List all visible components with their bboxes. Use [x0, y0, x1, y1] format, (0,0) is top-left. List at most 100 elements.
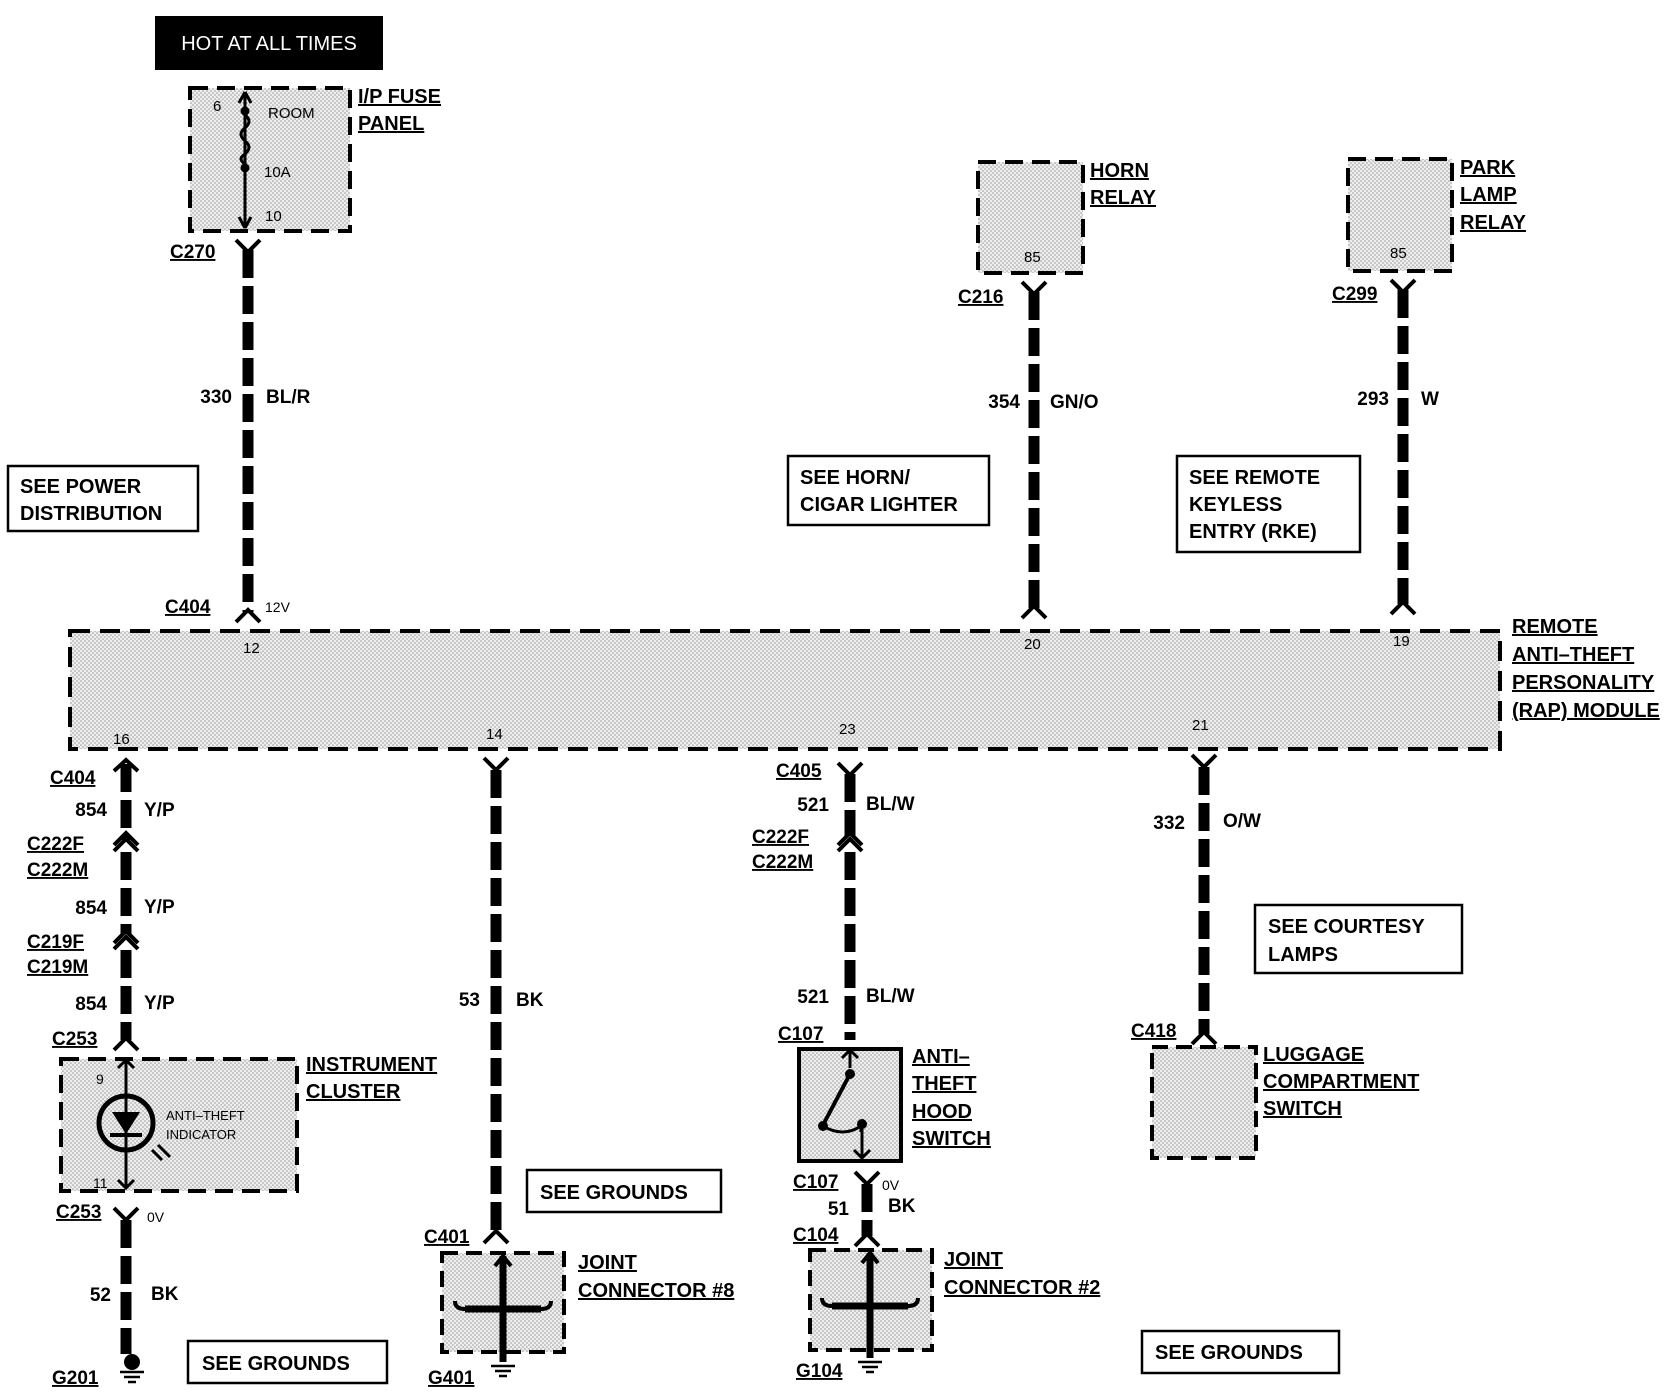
junction-cross-icon — [453, 1252, 553, 1362]
connector-c219m: C219M — [27, 957, 88, 978]
wire-332: 332 O/W — [1153, 753, 1261, 1046]
wire-51-color: BK — [888, 1196, 916, 1217]
horn-relay-name-2: RELAY — [1090, 187, 1157, 209]
park-lamp-relay-name-3: RELAY — [1460, 212, 1527, 234]
wire-521: 521 BL/W 521 BL/W — [797, 761, 915, 1040]
connector-c404-bottom: C404 — [50, 768, 96, 789]
see-horn-line1: SEE HORN/ — [800, 467, 910, 489]
see-grounds-3-text: SEE GROUNDS — [1155, 1342, 1303, 1364]
fuse-pin-out: 10 — [265, 208, 282, 225]
joint8-name-2: CONNECTOR #8 — [578, 1280, 734, 1302]
luggage-compartment-switch: LUGGAGE COMPARTMENT SWITCH — [1150, 1044, 1419, 1160]
switch-contact-icon — [818, 1047, 872, 1161]
wire-854c-color: Y/P — [144, 993, 175, 1014]
see-grounds-2-text: SEE GROUNDS — [540, 1182, 688, 1204]
park-lamp-relay-name-2: LAMP — [1460, 184, 1517, 206]
connector-c222f-right: C222F — [752, 827, 809, 848]
cluster-pin-9: 9 — [96, 1071, 104, 1087]
fuse-name: ROOM — [268, 105, 315, 122]
connector-c104: C104 — [793, 1225, 839, 1246]
see-power-line2: DISTRIBUTION — [20, 503, 162, 525]
see-grounds-box-3: SEE GROUNDS — [1140, 1329, 1341, 1375]
see-power-distribution-box: SEE POWER DISTRIBUTION — [6, 464, 200, 533]
wire-354-number: 354 — [988, 392, 1020, 413]
wire-330: 330 BL/R — [200, 238, 311, 624]
wire-332-number: 332 — [1153, 813, 1185, 834]
see-courtesy-lamps-box: SEE COURTESY LAMPS — [1253, 903, 1464, 975]
wire-521a-number: 521 — [797, 795, 829, 816]
connector-c404-top: C404 — [165, 597, 211, 618]
wire-52: 52 BK — [90, 1206, 179, 1384]
hood-switch-name-1: ANTI– — [912, 1046, 970, 1068]
rap-name-2: ANTI–THEFT — [1512, 644, 1634, 666]
wire-521b-number: 521 — [797, 987, 829, 1008]
connector-c253-top: C253 — [52, 1029, 97, 1050]
hood-switch-name-3: HOOD — [912, 1101, 972, 1123]
see-horn-line2: CIGAR LIGHTER — [800, 494, 958, 516]
wire-293: 293 W — [1357, 278, 1439, 616]
wire-51: 51 BK — [828, 1170, 916, 1248]
wire-52-color: BK — [151, 1284, 179, 1305]
ground-g201: G201 — [52, 1368, 99, 1389]
connector-c222m-right: C222M — [752, 852, 813, 873]
wire-521a-color: BL/W — [866, 794, 915, 815]
connector-c219f: C219F — [27, 932, 84, 953]
park-lamp-relay-name-1: PARK — [1460, 157, 1516, 179]
horn-relay: 85 HORN RELAY — [976, 160, 1157, 275]
connector-c107-top: C107 — [778, 1024, 823, 1045]
wire-52-number: 52 — [90, 1285, 111, 1306]
connector-c222f-left: C222F — [27, 834, 84, 855]
fuse-panel-name-2: PANEL — [358, 113, 424, 135]
wire-51-number: 51 — [828, 1199, 850, 1220]
cluster-indicator-line2: INDICATOR — [166, 1127, 236, 1142]
wire-854a-color: Y/P — [144, 800, 175, 821]
joint2-name-1: JOINT — [944, 1249, 1003, 1271]
junction-cross-icon-2 — [820, 1249, 920, 1358]
cluster-name-1: INSTRUMENT — [306, 1054, 437, 1076]
cluster-indicator-line1: ANTI–THEFT — [166, 1108, 245, 1123]
rap-module: 12 20 19 16 14 23 21 REMOTE ANTI–THEFT P… — [68, 616, 1660, 751]
wire-330-color: BL/R — [266, 387, 311, 408]
wire-354-color: GN/O — [1050, 392, 1099, 413]
instrument-cluster: 9 11 ANTI–THEFT INDICATOR INSTRUMENT CLU… — [59, 1054, 437, 1193]
rap-pin-23: 23 — [839, 721, 856, 738]
see-horn-cigar-box: SEE HORN/ CIGAR LIGHTER — [786, 454, 991, 527]
connector-c299: C299 — [1332, 284, 1377, 305]
wire-854c-number: 854 — [75, 994, 107, 1015]
wire-354: 354 GN/O — [988, 280, 1099, 620]
joint8-name-1: JOINT — [578, 1252, 637, 1274]
voltage-0v-cluster: 0V — [147, 1209, 165, 1225]
luggage-name-3: SWITCH — [1263, 1098, 1342, 1120]
cluster-pin-11: 11 — [93, 1175, 108, 1191]
connector-c107-bottom: C107 — [793, 1172, 838, 1193]
wire-53-number: 53 — [459, 990, 480, 1011]
connector-c222m-left: C222M — [27, 860, 88, 881]
park-lamp-relay-pin: 85 — [1390, 245, 1407, 262]
rap-name-1: REMOTE — [1512, 616, 1598, 638]
wire-53-color: BK — [516, 990, 544, 1011]
rap-name-3: PERSONALITY — [1512, 672, 1655, 694]
wire-854b-color: Y/P — [144, 897, 175, 918]
see-power-line1: SEE POWER — [20, 476, 142, 498]
connector-c418: C418 — [1131, 1021, 1176, 1042]
wire-53: 53 BK — [459, 756, 544, 1245]
fuse-panel-name-1: I/P FUSE — [358, 86, 441, 108]
wire-293-color: W — [1421, 389, 1439, 410]
wire-521b-color: BL/W — [866, 986, 915, 1007]
connector-c405: C405 — [776, 761, 822, 782]
see-grounds-box-2: SEE GROUNDS — [525, 1168, 723, 1214]
see-grounds-box-1: SEE GROUNDS — [186, 1339, 389, 1385]
see-rke-line1: SEE REMOTE — [1189, 467, 1320, 489]
ground-g104: G104 — [796, 1361, 843, 1382]
fuse-element-icon — [239, 113, 251, 166]
rap-pin-21: 21 — [1192, 717, 1209, 734]
luggage-name-1: LUGGAGE — [1263, 1044, 1364, 1066]
wire-332-color: O/W — [1223, 811, 1261, 832]
joint-connector-2: JOINT CONNECTOR #2 — [808, 1248, 1100, 1374]
anti-theft-hood-switch: ANTI– THEFT HOOD SWITCH — [797, 1046, 991, 1163]
rap-pin-20: 20 — [1024, 636, 1041, 653]
connector-c401: C401 — [424, 1227, 470, 1248]
see-courtesy-line1: SEE COURTESY — [1268, 916, 1425, 938]
connector-c253-bottom: C253 — [56, 1202, 101, 1223]
